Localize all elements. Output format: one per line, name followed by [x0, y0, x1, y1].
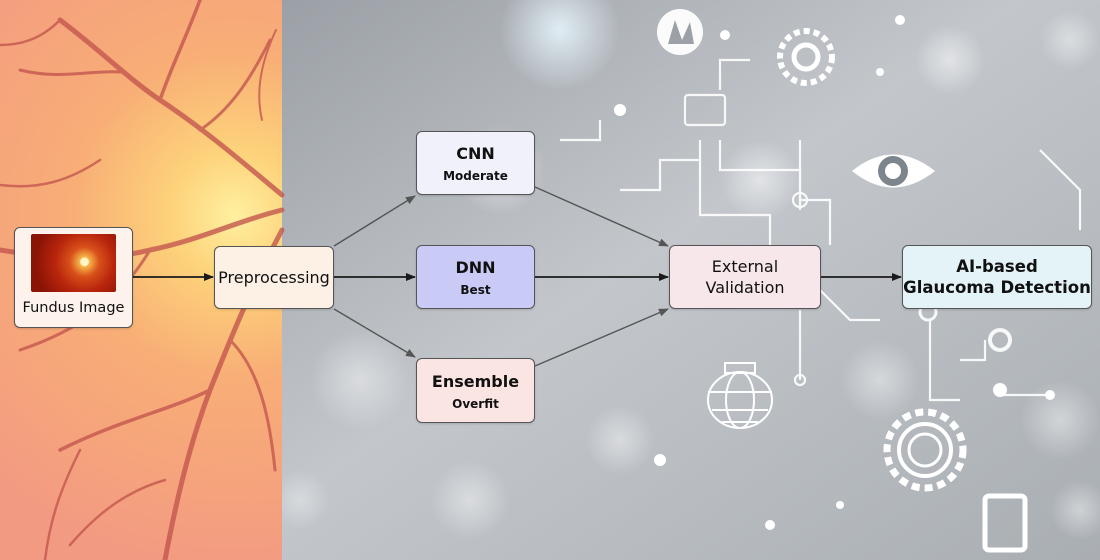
- preprocessing-node: Preprocessing: [214, 246, 334, 309]
- tablet-icon: [982, 493, 1028, 553]
- detection-line2: Glaucoma Detection: [903, 278, 1091, 297]
- ensemble-label: Ensemble: [431, 371, 520, 391]
- ensemble-sublabel: Overfit: [452, 396, 499, 411]
- fundus-image-label: Fundus Image: [22, 300, 125, 316]
- validation-line1: External: [711, 257, 779, 276]
- wireframe-globe-icon: [707, 362, 773, 429]
- cnn-label: CNN: [456, 144, 495, 163]
- glaucoma-detection-node: AI-based Glaucoma Detection: [902, 245, 1092, 309]
- gear-icon: [777, 28, 967, 492]
- cnn-sublabel: Moderate: [443, 169, 508, 183]
- circuit-icon: [560, 58, 1082, 402]
- validation-line2: Validation: [705, 278, 785, 297]
- dnn-label: DNN: [455, 258, 496, 277]
- eye-icon: [852, 154, 935, 188]
- cnn-node: CNN Moderate: [416, 131, 535, 195]
- dnn-sublabel: Best: [460, 283, 491, 297]
- external-validation-node: External Validation: [669, 245, 821, 309]
- preprocessing-label: Preprocessing: [218, 268, 330, 287]
- brain-icon: [657, 9, 703, 55]
- ensemble-node: Ensemble Overfit: [416, 358, 535, 423]
- fundus-thumbnail: [31, 234, 116, 292]
- detection-line1: AI-based: [956, 257, 1038, 276]
- dnn-node: DNN Best: [416, 245, 535, 309]
- fundus-image-node: Fundus Image: [14, 227, 133, 328]
